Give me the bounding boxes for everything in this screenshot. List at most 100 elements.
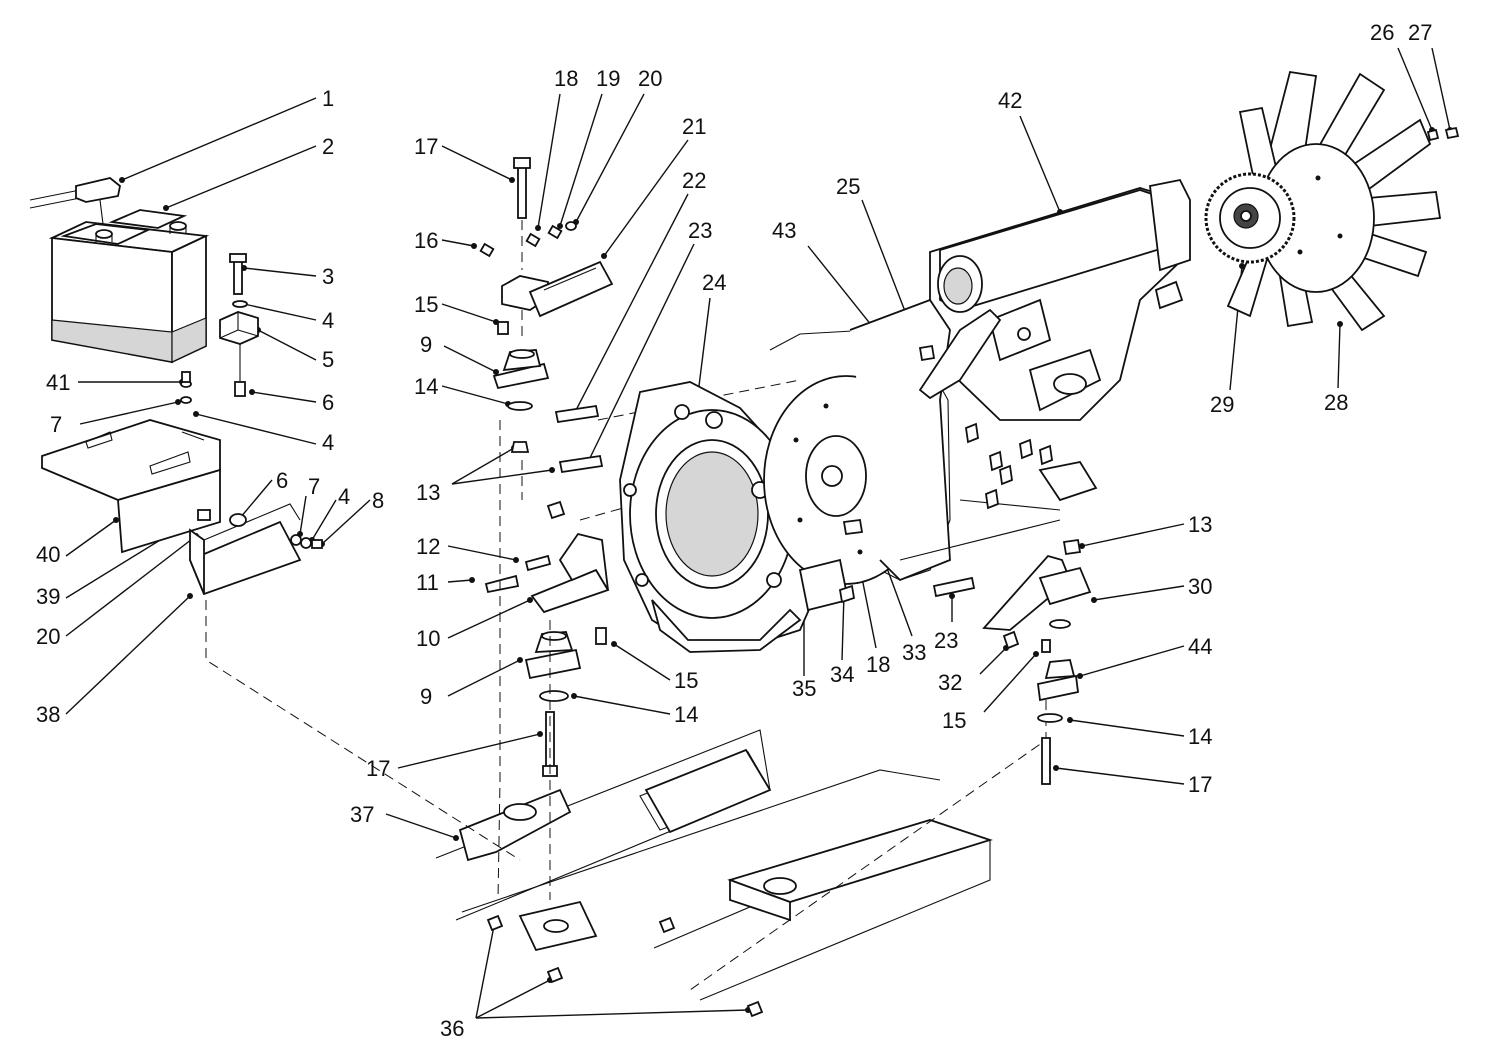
callout-23: 23 (934, 628, 958, 653)
callout-3: 3 (322, 264, 334, 289)
leader-line (441, 385, 509, 405)
leader-line (1397, 47, 1433, 131)
leader-line (243, 303, 317, 321)
callout-27: 27 (1408, 20, 1432, 45)
callout-15: 15 (942, 708, 966, 733)
leader-line (1079, 645, 1185, 677)
callout-17: 17 (1188, 772, 1212, 797)
leader-line (257, 329, 317, 361)
battery-clamp-hardware (219, 253, 259, 397)
leader-dot (175, 399, 181, 405)
leader-line (447, 599, 531, 639)
callout-7: 7 (50, 412, 62, 437)
leader-line (559, 93, 603, 227)
leader-dot (1091, 597, 1097, 603)
leader-line (587, 243, 695, 463)
callout-33: 33 (902, 640, 926, 665)
leader-line (251, 391, 317, 403)
callout-13: 13 (1188, 512, 1212, 537)
leader-dot (535, 225, 541, 231)
leader-dot (193, 411, 199, 417)
leader-line (195, 413, 317, 445)
battery (48, 209, 210, 364)
callout-29: 29 (1210, 392, 1234, 417)
leader-line (1069, 719, 1185, 737)
leader-line (65, 595, 191, 715)
callout-19: 19 (596, 66, 620, 91)
callout-4: 4 (322, 308, 334, 333)
callout-9: 9 (420, 684, 432, 709)
leader-line (1337, 323, 1341, 389)
leader-dot (1053, 765, 1059, 771)
leader-line (1093, 585, 1185, 601)
callout-11: 11 (416, 570, 439, 595)
callout-17: 17 (366, 756, 390, 781)
callout-36: 36 (440, 1016, 464, 1041)
leader-line (311, 499, 337, 541)
leader-line (65, 535, 197, 637)
leader-line (441, 239, 475, 247)
leader-line (441, 303, 497, 323)
leader-dot (471, 243, 477, 249)
callout-12: 12 (416, 534, 440, 559)
leader-dot (509, 177, 515, 183)
leader-line (883, 559, 913, 637)
callout-42: 42 (998, 88, 1022, 113)
leader-line (475, 979, 551, 1019)
callout-6: 6 (276, 468, 288, 493)
flywheel (763, 329, 951, 612)
leader-line (385, 813, 457, 839)
leader-line (613, 643, 671, 681)
leader-line (447, 579, 473, 583)
callout-labels: 1 2 3 4 5 41 6 7 4 40 6 7 4 8 39 20 38 1… (36, 20, 1432, 1041)
leader-dot (571, 693, 577, 699)
leader-line (447, 659, 521, 697)
callout-39: 39 (36, 584, 60, 609)
leader-line (79, 401, 179, 425)
upper-isolator (492, 321, 550, 453)
callout-10: 10 (416, 626, 440, 651)
leader-line (575, 93, 645, 223)
left-mount-bracket (484, 500, 610, 614)
leader-dot (527, 597, 533, 603)
leader-dot (601, 253, 607, 259)
leader-line (1081, 523, 1185, 547)
leader-dot (517, 657, 523, 663)
lower-isolator (524, 627, 607, 777)
callout-7: 7 (308, 474, 320, 499)
leader-line (1055, 767, 1185, 785)
leader-line (447, 545, 517, 561)
callout-37: 37 (350, 802, 374, 827)
bolts-22-23 (554, 404, 604, 474)
leader-dot (453, 835, 459, 841)
callout-9: 9 (420, 332, 432, 357)
frame-rails (435, 729, 993, 1018)
leader-dot (1239, 263, 1245, 269)
leader-line (121, 97, 317, 181)
leader-line (321, 499, 371, 545)
callout-15: 15 (414, 292, 438, 317)
leader-dot (1337, 321, 1343, 327)
leader-line (443, 345, 497, 373)
callout-43: 43 (772, 218, 796, 243)
leader-line (441, 145, 513, 181)
callout-4: 4 (322, 430, 334, 455)
leader-line (573, 695, 671, 715)
leader-dot (1079, 543, 1085, 549)
leader-dot (1077, 673, 1083, 679)
leader-dot (493, 369, 499, 375)
callout-21: 21 (682, 114, 706, 139)
callout-1: 1 (322, 86, 334, 111)
leader-dot (113, 517, 119, 523)
callout-34: 34 (830, 662, 854, 687)
leader-line (573, 193, 689, 415)
leader-line (65, 519, 117, 557)
callout-17: 17 (414, 134, 438, 159)
callout-30: 30 (1188, 574, 1212, 599)
leader-line (603, 139, 689, 257)
callout-25: 25 (836, 174, 860, 199)
leader-line (475, 1009, 749, 1019)
callout-14: 14 (1188, 724, 1212, 749)
callout-18: 18 (554, 66, 578, 91)
battery-tray (41, 371, 221, 554)
